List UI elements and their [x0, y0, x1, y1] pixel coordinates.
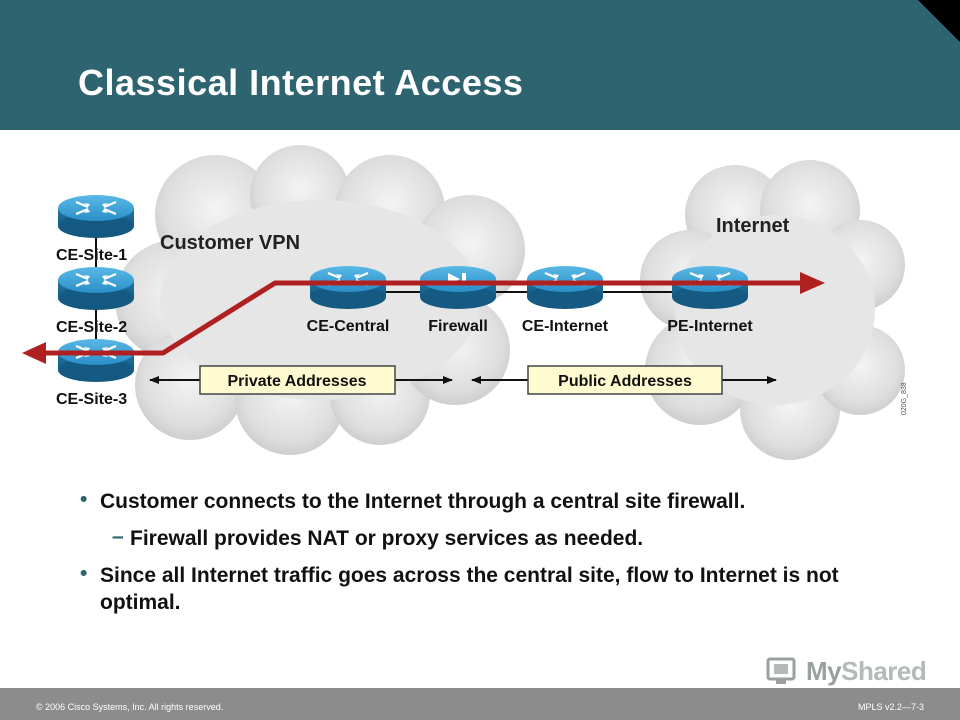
bullet-item: • Customer connects to the Internet thro…	[80, 488, 940, 515]
corner-triangle	[918, 0, 960, 42]
router-ce-site-2	[56, 265, 136, 312]
ce-site-1-label: CE-Site-1	[56, 247, 127, 264]
sub-bullet-item: – Firewall provides NAT or proxy service…	[112, 525, 940, 552]
router-ce-site-1	[56, 193, 136, 240]
figure-id: 020G_838	[901, 382, 908, 415]
ce-site-2-label: CE-Site-2	[56, 319, 127, 336]
bullet-list: • Customer connects to the Internet thro…	[80, 488, 940, 626]
firewall-label: Firewall	[428, 318, 488, 335]
bullet-text: Since all Internet traffic goes across t…	[100, 564, 839, 614]
ce-site-3-label: CE-Site-3	[56, 391, 127, 408]
logo-text-shared: Shared	[841, 655, 927, 686]
router-pe-internet	[670, 264, 750, 311]
customer-vpn-cloud	[115, 145, 525, 455]
pe-internet-label: PE-Internet	[667, 318, 753, 335]
bullet-text: Customer connects to the Internet throug…	[100, 490, 746, 513]
ce-central-label: CE-Central	[307, 318, 390, 335]
bullet-text: Firewall provides NAT or proxy services …	[130, 527, 644, 550]
router-ce-central	[308, 264, 388, 311]
internet-cloud	[640, 160, 905, 460]
customer-vpn-label: Customer VPN	[160, 232, 300, 254]
bullet-marker: •	[80, 488, 88, 511]
logo-icon	[766, 657, 796, 684]
logo-text-my: My	[806, 655, 842, 686]
firewall-device	[420, 266, 496, 309]
private-addresses-label: Private Addresses	[227, 373, 366, 390]
ce-internet-label: CE-Internet	[522, 318, 609, 335]
internet-label: Internet	[716, 215, 790, 237]
course-version: MPLS v2.2—7-3	[857, 702, 924, 712]
bullet-marker: –	[112, 525, 124, 548]
copyright-text: © 2006 Cisco Systems, Inc. All rights re…	[36, 702, 224, 712]
footer-bar: © 2006 Cisco Systems, Inc. All rights re…	[0, 688, 960, 720]
router-ce-site-3	[56, 337, 136, 384]
logo-text: MyShared	[806, 655, 927, 687]
myshared-logo: MyShared	[766, 654, 936, 688]
public-addresses-box	[527, 365, 723, 395]
traffic-flow-arrow	[22, 272, 825, 364]
bullet-item: • Since all Internet traffic goes across…	[80, 562, 940, 616]
bullet-marker: •	[80, 562, 88, 585]
title-bar: Classical Internet Access	[0, 0, 960, 130]
private-addresses-box	[199, 365, 396, 395]
slide-title: Classical Internet Access	[78, 62, 524, 103]
network-diagram: Private Addresses Public Addresses Custo…	[22, 145, 908, 460]
router-ce-internet	[525, 264, 605, 311]
public-addresses-label: Public Addresses	[558, 373, 692, 390]
